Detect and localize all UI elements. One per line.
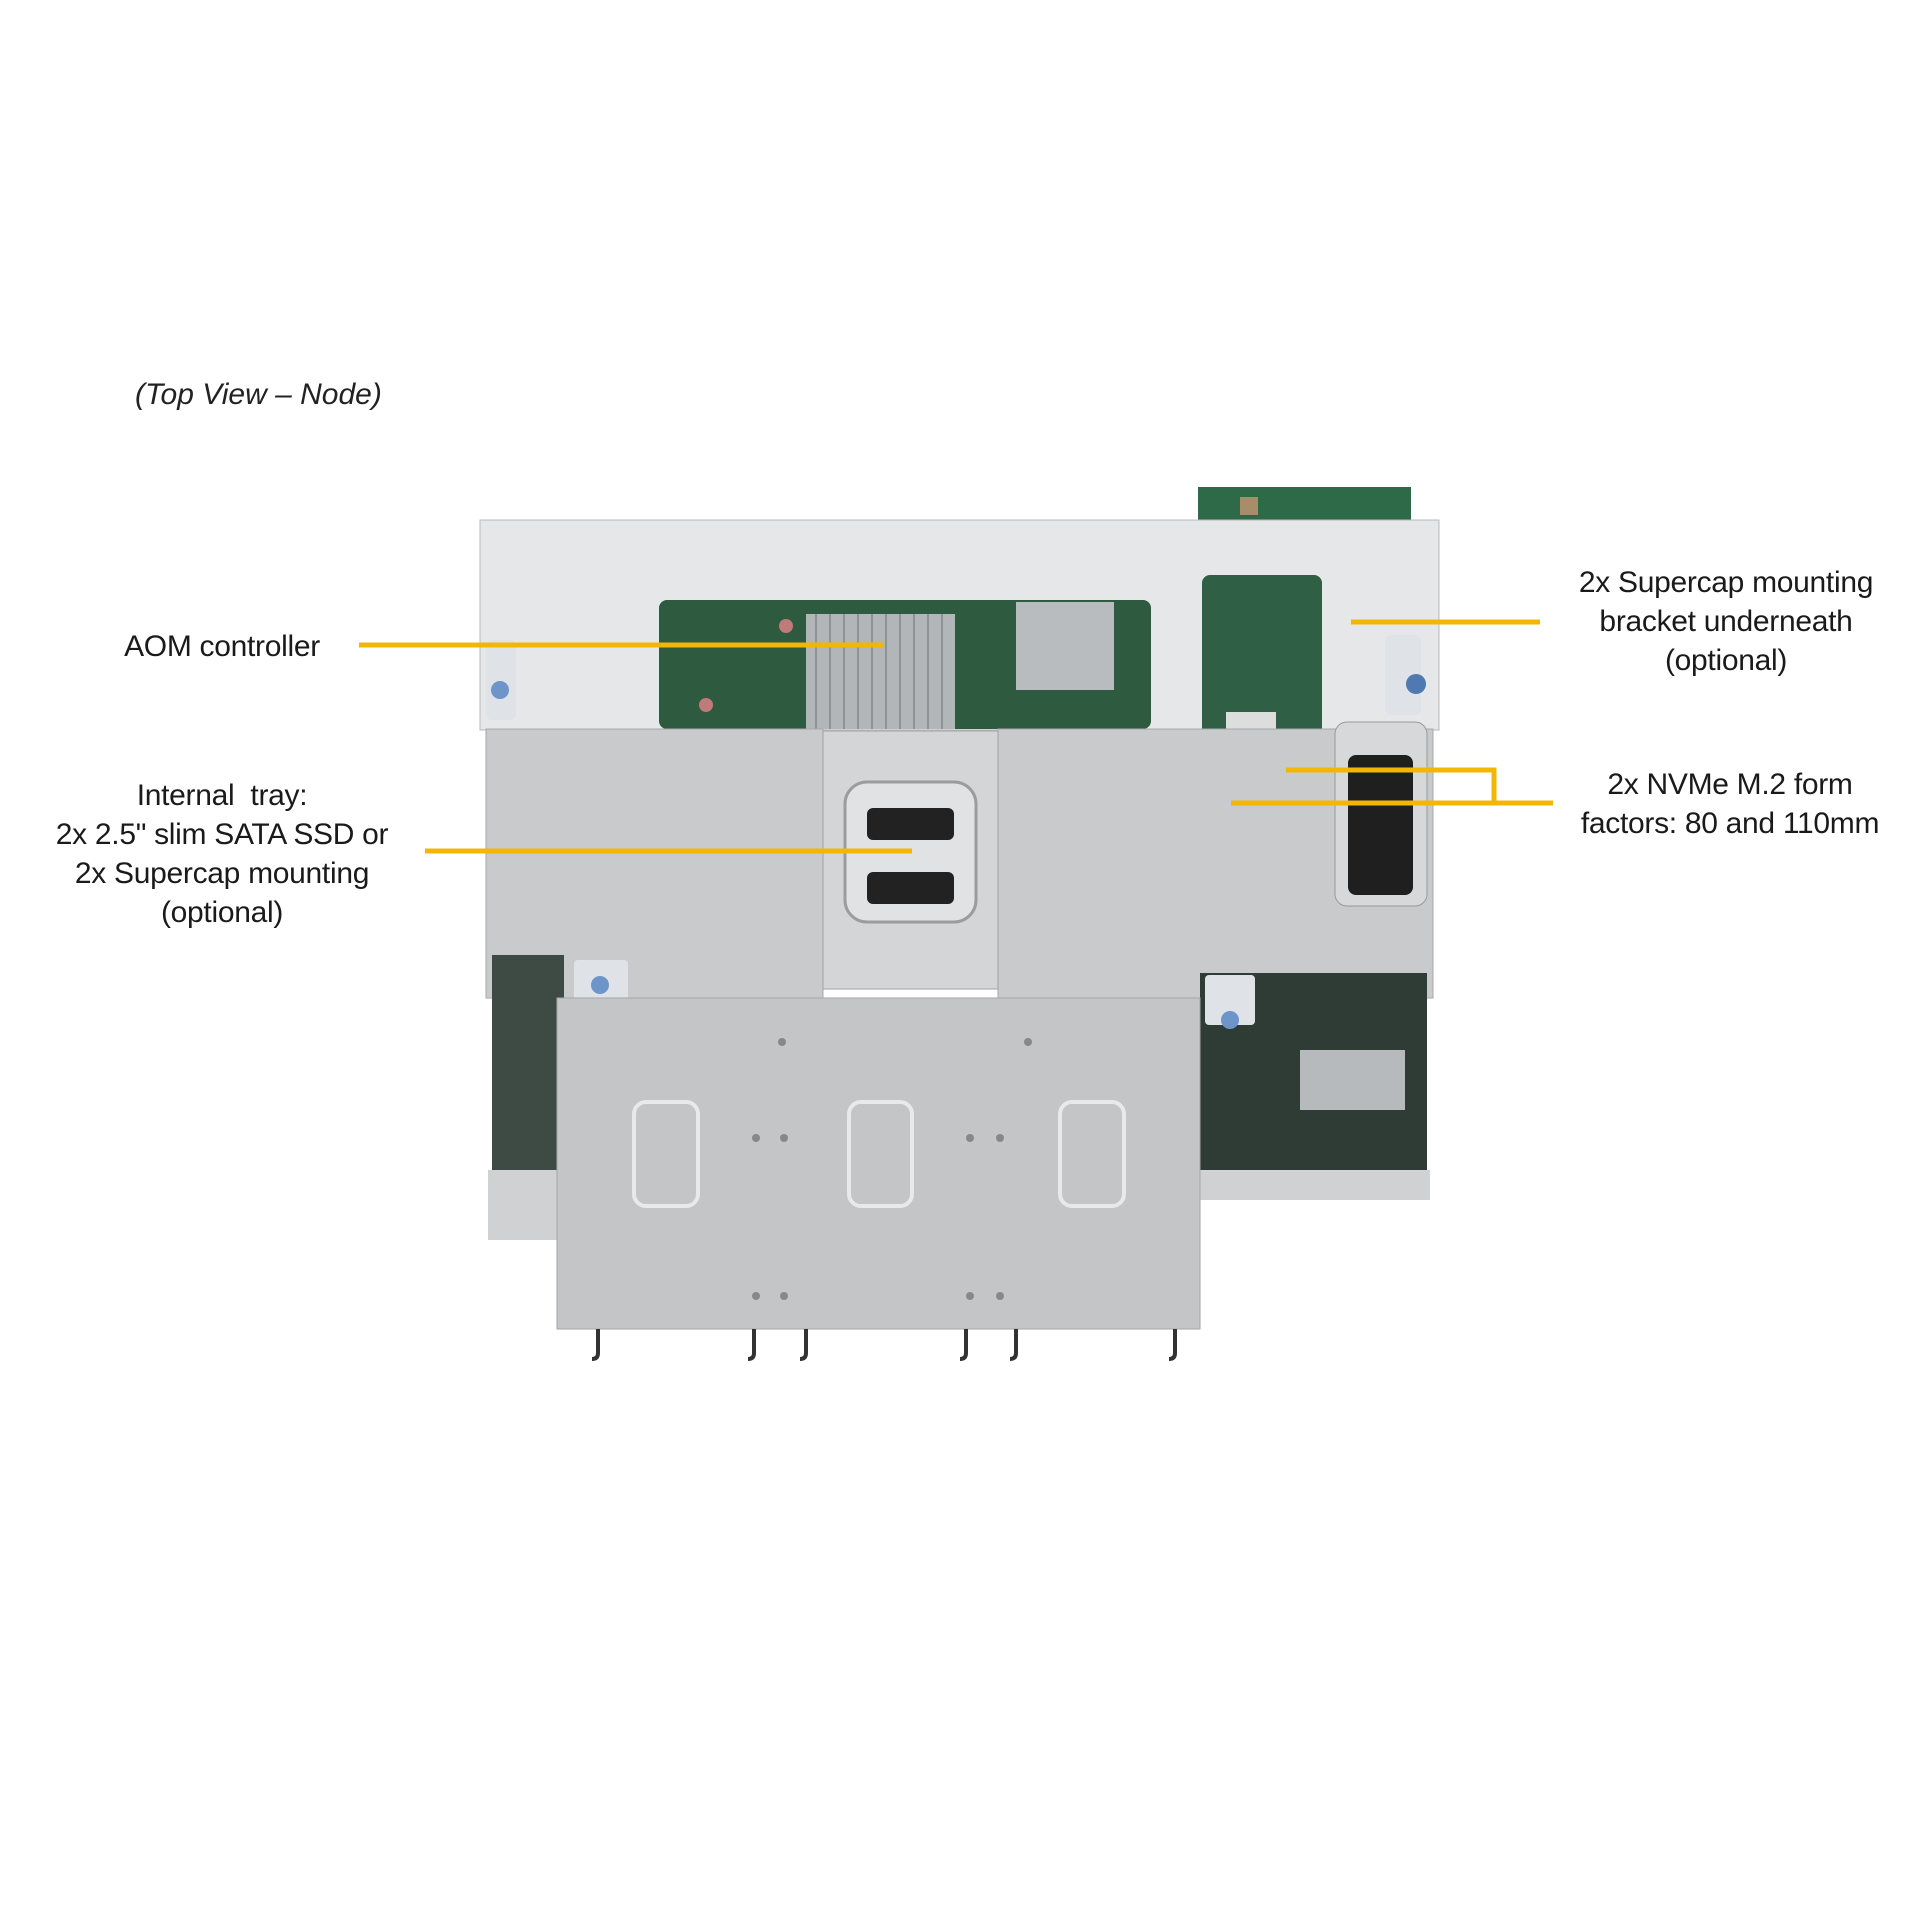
latch-left <box>486 640 516 720</box>
callout-line: 2x 2.5" slim SATA SSD or <box>55 818 389 851</box>
callout-line: factors: 80 and 110mm <box>1580 807 1880 840</box>
callout-line: 2x Supercap mounting <box>74 857 370 890</box>
callout-line: bracket underneath <box>1599 605 1853 638</box>
callout-line: 2x NVMe M.2 form <box>1607 768 1853 801</box>
nvme-callout: 2x NVMe M.2 form factors: 80 and 110mm <box>1580 765 1880 843</box>
callout-line: (optional) <box>1664 644 1788 677</box>
callout-line: 2x Supercap mounting <box>1578 566 1874 599</box>
aom-heatsink <box>806 614 955 729</box>
supercap-callout: 2x Supercap mounting bracket underneath … <box>1578 563 1874 680</box>
callout-line: (optional) <box>160 896 284 929</box>
callout-line: Internal tray: <box>136 779 308 812</box>
latch-right <box>1385 635 1421 715</box>
view-title: (Top View – Node) <box>135 378 382 411</box>
bottom-cover <box>556 997 1201 1330</box>
callout-line: AOM controller <box>124 630 320 663</box>
nvme-leader-line <box>1231 767 1553 806</box>
chip-heatsink <box>1016 602 1114 690</box>
aom-callout: AOM controller <box>124 627 320 666</box>
tray-callout: Internal tray: 2x 2.5" slim SATA SSD or … <box>55 776 389 932</box>
